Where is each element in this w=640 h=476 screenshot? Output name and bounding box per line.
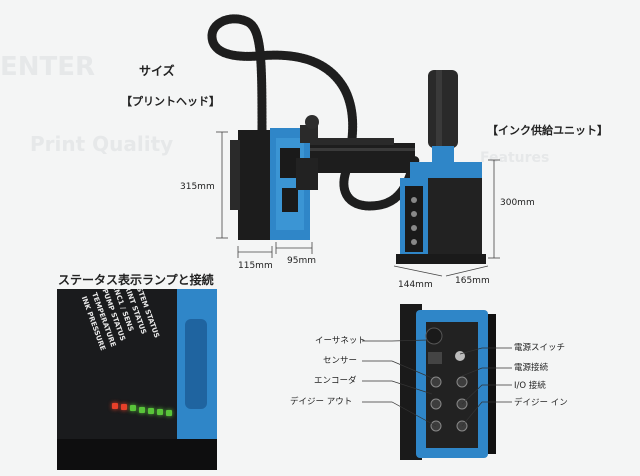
unit-height-label: 300mm	[500, 198, 535, 208]
head-width-label: 95mm	[287, 256, 316, 266]
print-head-body	[238, 130, 276, 240]
callout-sensor: センサー	[323, 356, 358, 366]
ink-cartridge	[428, 70, 458, 148]
callout-daisy-in: デイジー イン	[514, 398, 568, 408]
head-height-label: 315mm	[180, 182, 215, 192]
ink-hose	[207, 14, 420, 211]
callout-io-connect: I/O 接続	[514, 381, 546, 391]
led-row	[112, 403, 182, 417]
print-head-heading: 【プリントヘッド】	[121, 95, 220, 108]
size-heading: サイズ	[139, 64, 175, 78]
unit-width-label: 165mm	[455, 276, 490, 286]
head-depth-label: 115mm	[238, 261, 273, 271]
status-lamp-photo: SYSTEM STATUS PRINT STATUS ENC1 / SENS P…	[57, 289, 217, 470]
unit-depth-label: 144mm	[398, 280, 433, 290]
status-led	[166, 410, 172, 417]
status-led	[157, 409, 163, 415]
connector-panel-photo	[400, 304, 496, 460]
callout-power-connect: 電源接続	[514, 363, 549, 373]
status-heading: ステータス表示ランプと接続	[58, 273, 214, 287]
ink-unit-heading: 【インク供給ユニット】	[487, 124, 608, 137]
status-led	[148, 407, 154, 414]
callout-ethernet: イーサネット	[315, 336, 366, 346]
status-led	[130, 405, 136, 412]
callout-encoder: エンコーダ	[314, 376, 357, 386]
status-led	[121, 404, 127, 411]
status-led	[139, 406, 145, 413]
callout-daisy-out: デイジー アウト	[290, 397, 353, 407]
status-led	[112, 403, 118, 409]
callout-power-switch: 電源スイッチ	[514, 343, 566, 353]
